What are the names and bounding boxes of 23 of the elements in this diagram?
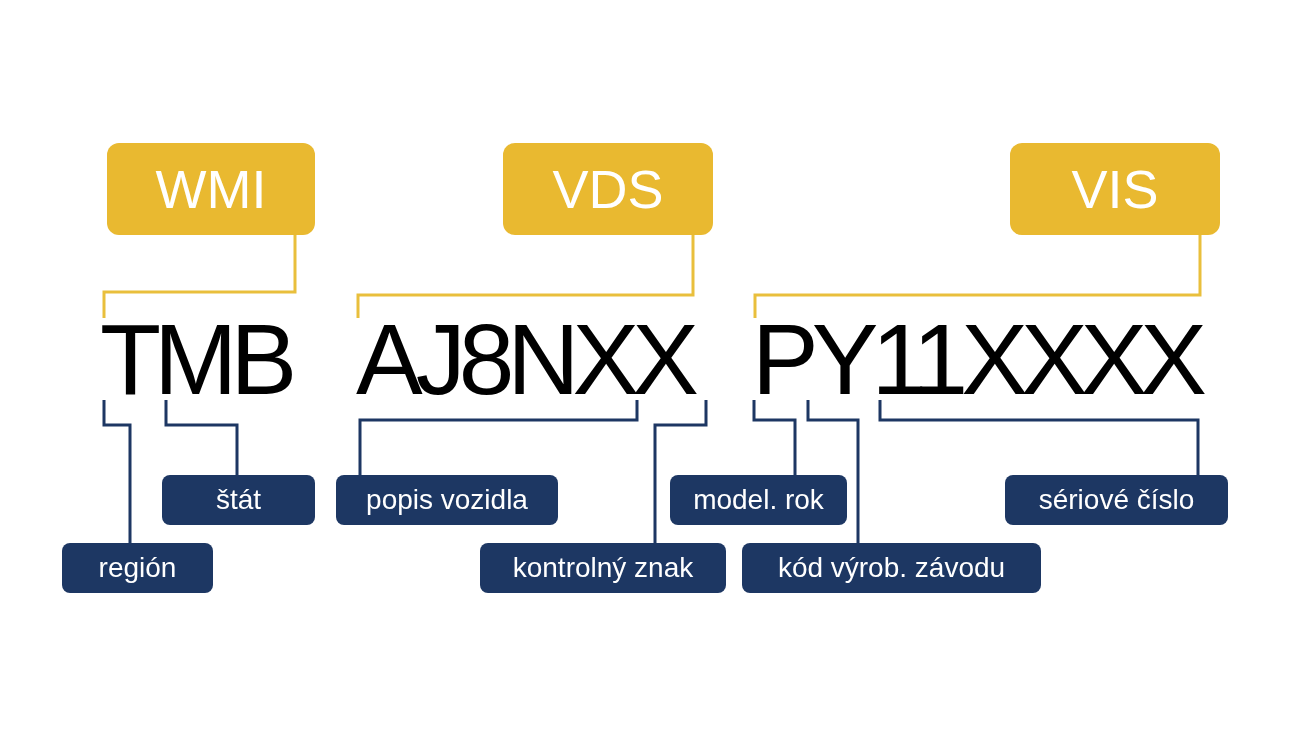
leader-line <box>753 235 1202 318</box>
leader-line <box>806 400 860 543</box>
label-box: popis vozidla <box>336 475 558 525</box>
leader-line <box>102 235 297 318</box>
code-text: AJ8NXX <box>356 318 692 400</box>
leader-line <box>653 400 708 543</box>
label-box: región <box>62 543 213 593</box>
label-box: kód výrob. závodu <box>742 543 1041 593</box>
leader-line <box>164 400 239 475</box>
header-box: WMI <box>107 143 315 235</box>
leader-line <box>358 400 639 475</box>
leader-line <box>102 400 132 543</box>
leader-line <box>878 400 1200 475</box>
leader-line <box>752 400 797 475</box>
header-box: VDS <box>503 143 713 235</box>
code-text: TMB <box>100 318 291 400</box>
label-box: model. rok <box>670 475 847 525</box>
leader-line <box>356 235 695 318</box>
label-box: sériové číslo <box>1005 475 1228 525</box>
code-text: PY11XXXX <box>752 318 1200 400</box>
label-box: štát <box>162 475 315 525</box>
label-box: kontrolný znak <box>480 543 726 593</box>
header-box: VIS <box>1010 143 1220 235</box>
